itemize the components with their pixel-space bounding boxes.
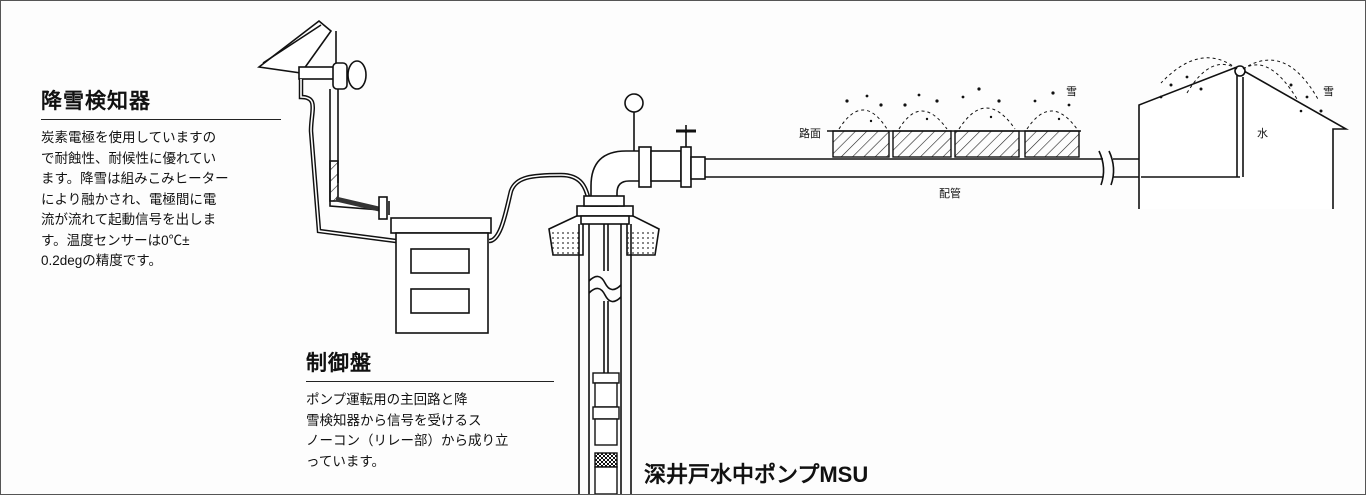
control-panel-description: ポンプ運転用の主回路と降 雪検知器から信号を受けるス ノーコン（リレー部）から成…: [306, 392, 509, 469]
snow-flakes-road: [845, 87, 1071, 123]
roof-spray: [1160, 57, 1320, 102]
snow-road-label: 雪: [1066, 85, 1077, 98]
water-label: 水: [1257, 127, 1268, 140]
snow-detector-device: [257, 19, 390, 220]
snow-detector-description: 炭素電極を使用していますの で耐蝕性、耐候性に優れてい ます。降雪は組みこみヒー…: [41, 130, 229, 268]
control-panel-box: [390, 217, 492, 334]
road-surface-label: 路面: [799, 127, 821, 140]
piping-label: 配管: [939, 186, 961, 200]
snow-flakes-roof: [1159, 75, 1323, 113]
pump-title: 深井戸水中ポンプMSU: [644, 462, 869, 487]
control-panel-section: 制御盤 ポンプ運転用の主回路と降 雪検知器から信号を受けるス ノーコン（リレー部…: [306, 347, 554, 472]
control-panel-heading: 制御盤: [306, 347, 554, 382]
discharge-elbow: [583, 93, 706, 207]
road-slabs: [827, 130, 1081, 158]
submersible-pump: [592, 372, 620, 494]
snow-roof-label: 雪: [1323, 85, 1334, 98]
snow-detector-section: 降雪検知器 炭素電極を使用していますの で耐蝕性、耐候性に優れてい ます。降雪は…: [41, 85, 281, 272]
well-head: [548, 205, 660, 256]
snow-detector-heading: 降雪検知器: [41, 85, 281, 120]
piping: [705, 150, 1141, 186]
sprinkler-spray: [838, 107, 1078, 130]
house: [1138, 65, 1350, 209]
well-casing: [578, 224, 632, 494]
